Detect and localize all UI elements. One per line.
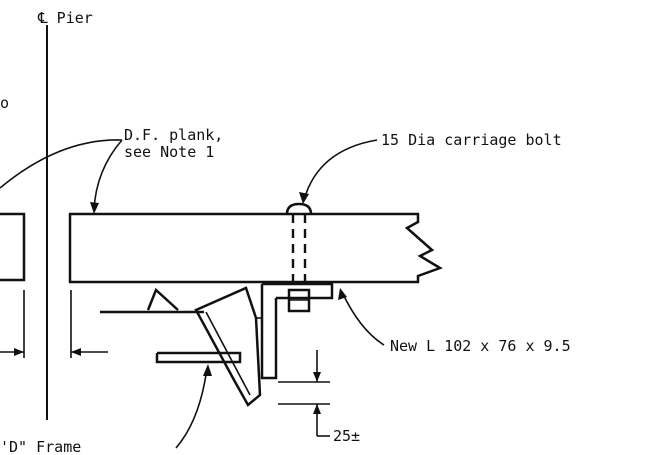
angle-label: New L 102 x 76 x 9.5	[390, 337, 571, 355]
left-fragment-label: o	[0, 94, 9, 112]
bolt-label: 15 Dia carriage bolt	[381, 131, 562, 149]
frame-diagonal-member	[194, 286, 262, 407]
frame-leader-arrow	[203, 364, 212, 376]
plank-leader-line-b	[93, 139, 123, 211]
bolt-leader-arrow	[299, 192, 309, 204]
left-plank-outline	[0, 212, 26, 282]
df-plank-outline	[68, 212, 443, 284]
dim-25-label: 25±	[333, 427, 360, 445]
angle-horizontal-leg	[262, 282, 334, 300]
frame-label: 'D" Frame	[0, 438, 81, 455]
left-dim-arrow-b	[71, 348, 81, 356]
left-dim-arrow-a	[14, 348, 24, 356]
dim-25-arrow-bottom	[313, 404, 321, 414]
carriage-bolt-head	[285, 202, 313, 215]
plank-leader-arrow	[90, 202, 99, 214]
frame-leader-line	[175, 367, 208, 449]
plank-leader-line-a	[0, 139, 123, 189]
centerline-label: ℄ Pier	[37, 9, 93, 27]
angle-vertical-leg	[260, 284, 278, 380]
angle-leader-arrow	[338, 288, 347, 300]
bolt-leader-line	[303, 139, 378, 201]
frame-gusset-left	[146, 287, 179, 311]
dim-25-arrow-top	[313, 372, 321, 382]
plank-label-line2: see Note 1	[124, 143, 214, 161]
frame-bottom-angle	[155, 351, 242, 364]
plank-label-line1: D.F. plank,	[124, 126, 223, 144]
angle-leader-line	[341, 291, 385, 346]
